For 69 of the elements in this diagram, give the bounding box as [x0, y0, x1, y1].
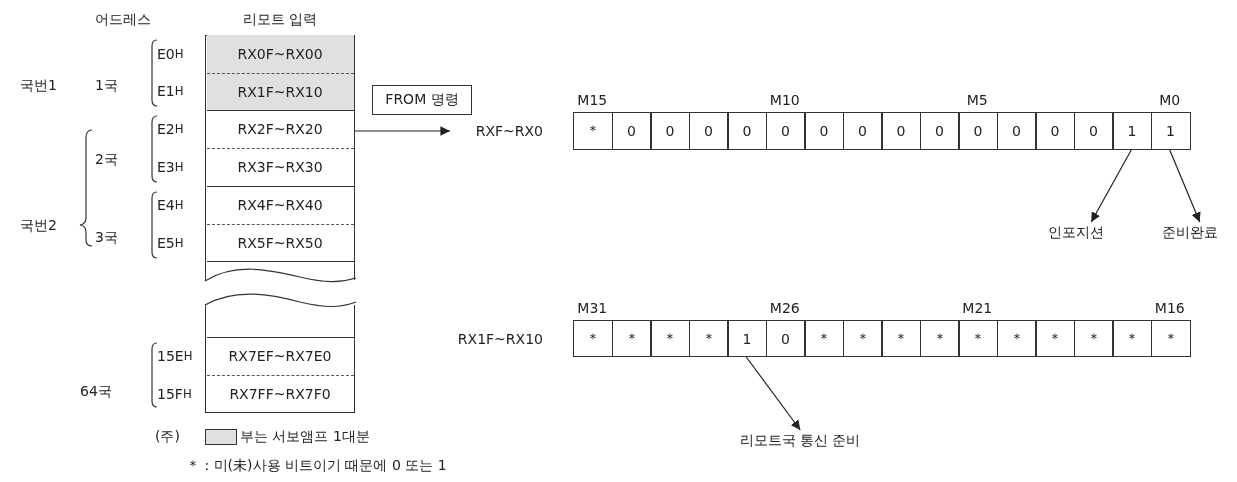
bit-cell: 0	[1073, 112, 1114, 150]
bit-cell: ＊	[650, 320, 690, 357]
leader-arrow	[745, 356, 801, 431]
bit-cell: 1	[1112, 112, 1152, 150]
leader-arrow	[1169, 149, 1201, 223]
annotation-text: 리모트국 통신 준비	[712, 430, 888, 452]
bit-label: M10	[768, 91, 801, 110]
bit-cell: 0	[804, 112, 844, 150]
bit-label: M26	[768, 299, 801, 318]
memory-row: RX4F~RX40	[206, 186, 354, 224]
bit-cell: 0	[688, 112, 729, 150]
bit-cell: 1	[1150, 112, 1191, 150]
bit-label: M0	[1158, 91, 1182, 110]
station-label: 64국	[80, 382, 113, 401]
bit-label: M5	[965, 91, 989, 110]
bit-cell: ＊	[996, 320, 1037, 357]
station-label: 어드레스	[95, 10, 152, 29]
bit-cell: ＊	[1073, 320, 1114, 357]
bit-cell: ＊	[573, 320, 613, 357]
bit-cell: 0	[650, 112, 690, 150]
legend-text: 부는 서보앰프 1대분	[240, 427, 371, 446]
column-heading: 리모트 입력	[241, 10, 319, 29]
station-label: 3국	[95, 228, 119, 247]
memory-row: RX5F~RX50	[206, 224, 354, 262]
bit-cell: 1	[727, 320, 767, 357]
bit-cell: ＊	[1150, 320, 1191, 357]
bit-label: M21	[961, 299, 994, 318]
station-label: 국번2	[20, 216, 58, 235]
bit-cell: ＊	[881, 320, 921, 357]
bit-cell: 0	[919, 112, 960, 150]
bit-cell: ＊	[842, 320, 883, 357]
station-label: 1국	[95, 76, 119, 95]
bit-label: M16	[1153, 299, 1186, 318]
annotation-text: 준비완료	[1150, 222, 1230, 244]
station-label: 2국	[95, 150, 119, 169]
memory-row: RX1F~RX10	[206, 72, 354, 110]
bit-cell: ＊	[919, 320, 960, 357]
bit-cell: ＊	[611, 320, 652, 357]
bit-cell: 0	[727, 112, 767, 150]
bit-cell: 0	[881, 112, 921, 150]
bit-cell: ＊	[1112, 320, 1152, 357]
bit-cell: 0	[958, 112, 998, 150]
memory-row: RX7EF~RX7E0	[206, 337, 354, 375]
leader-arrow	[1090, 149, 1132, 223]
bit-cell: ＊	[573, 112, 613, 150]
note-text: ＊ : 미(未)사용 비트이기 때문에 0 또는 1	[186, 456, 448, 475]
arrow	[354, 126, 451, 136]
memory-row: RX2F~RX20	[206, 110, 354, 148]
memory-row: RX0F~RX00	[206, 35, 354, 73]
bit-cell: 0	[996, 112, 1037, 150]
bit-label: M15	[576, 91, 609, 110]
annotation-text: 인포지션	[1032, 222, 1120, 244]
bit-label: M31	[576, 299, 609, 318]
bit-cell: ＊	[958, 320, 998, 357]
bit-cell: 0	[765, 112, 806, 150]
register-label: RXF~RX0	[474, 122, 543, 141]
bit-cell: 0	[1035, 112, 1075, 150]
bit-cell: ＊	[804, 320, 844, 357]
memory-row: RX3F~RX30	[206, 148, 354, 186]
bit-cell: 0	[611, 112, 652, 150]
station-label: 국번1	[20, 76, 58, 95]
command-box: FROM 명령	[372, 85, 472, 115]
bit-cell: 0	[842, 112, 883, 150]
bit-cell: ＊	[688, 320, 729, 357]
bit-cell: 0	[765, 320, 806, 357]
memory-row: RX7FF~RX7F0	[206, 375, 354, 413]
register-label: RX1F~RX10	[456, 329, 543, 349]
bit-cell: ＊	[1035, 320, 1075, 357]
note-text: (주)	[155, 427, 181, 446]
